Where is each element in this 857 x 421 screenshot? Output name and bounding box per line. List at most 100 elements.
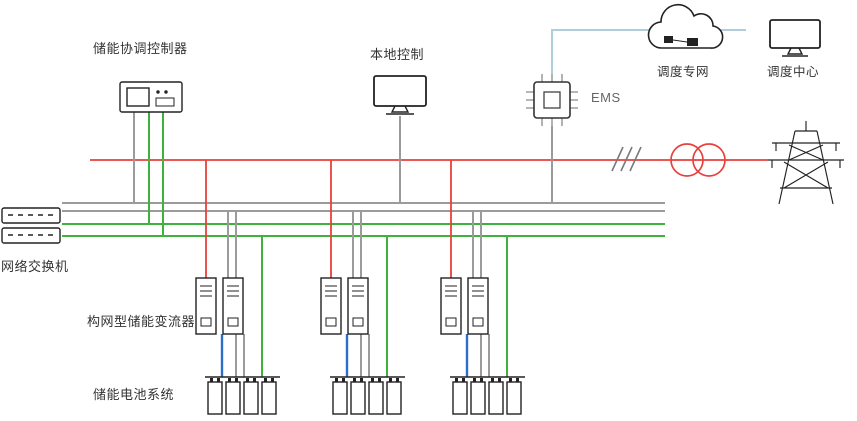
cloud-node-link (672, 39, 688, 43)
label-coordinator: 储能协调控制器 (93, 41, 188, 56)
cell-terminal (498, 378, 501, 382)
cabinet-panel (445, 317, 457, 327)
cell-body (368, 381, 384, 415)
monitor-screen (769, 19, 821, 49)
transmission-tower-icon (768, 121, 844, 205)
cell-body (470, 381, 486, 415)
cell-terminal (516, 378, 519, 382)
cell-body (350, 381, 366, 415)
cell-terminal (378, 378, 381, 382)
cell-terminal (455, 378, 458, 382)
pcs-comm-links (227, 211, 482, 278)
cell-terminal (217, 378, 220, 382)
pcs-power-feeders (205, 160, 452, 278)
cell-body (452, 381, 468, 415)
battery-cell (243, 378, 259, 415)
monitor-stand (390, 105, 410, 113)
cell-terminal (480, 378, 483, 382)
battery-cell (386, 378, 402, 415)
cabinet-panel (200, 317, 212, 327)
battery-cell (488, 378, 504, 415)
battery-cell (470, 378, 486, 415)
cell-body (386, 381, 402, 415)
breaker-slashes-icon (611, 146, 642, 172)
chip-body (533, 81, 571, 119)
converter-group-1 (195, 277, 244, 335)
cell-terminal (360, 378, 363, 382)
label-dispatch-network: 调度专网 (657, 65, 710, 79)
tower-lattice (780, 144, 832, 189)
tower-crossarm-lower (768, 159, 844, 168)
label-dispatch-center: 调度中心 (767, 65, 820, 79)
cell-body (225, 381, 241, 415)
cell-terminal (228, 378, 231, 382)
label-converter: 构网型储能变流器 (87, 314, 196, 329)
dc-links (220, 334, 469, 377)
pcs-battery-comm-links (235, 334, 490, 377)
cell-body (506, 381, 522, 415)
ems-chip-icon (526, 74, 578, 126)
label-ems: EMS (591, 90, 621, 105)
cell-terminal (264, 378, 267, 382)
cabinet-vents (227, 285, 239, 297)
cell-body (207, 381, 223, 415)
link-lines (133, 29, 746, 377)
cabinet-vents (352, 285, 364, 297)
label-network-switch: 网络交换机 (1, 259, 69, 274)
cell-body (243, 381, 259, 415)
controller-body (119, 81, 183, 113)
transformer-winding-left (670, 143, 704, 177)
cell-terminal (353, 378, 356, 382)
controller-led-2 (164, 90, 168, 94)
bus-lines (62, 159, 768, 237)
chip-pins (526, 74, 578, 126)
monitor-screen (373, 75, 427, 107)
cell-terminal (491, 378, 494, 382)
label-battery-system: 储能电池系统 (93, 387, 175, 402)
cell-terminal (371, 378, 374, 382)
cell-terminal (335, 378, 338, 382)
cloud-node-2 (687, 38, 698, 46)
battery-cell (350, 378, 366, 415)
controller-led-1 (156, 90, 160, 94)
cabinet-panel (227, 317, 239, 327)
controller-port (155, 97, 175, 107)
cabinet-vents (472, 285, 484, 297)
transformer-winding-right (692, 143, 726, 177)
cell-terminal (389, 378, 392, 382)
battery-cell (225, 378, 241, 415)
battery-rack-3 (450, 376, 525, 415)
cell-body (261, 381, 277, 415)
network-switch-icons (1, 207, 61, 244)
cabinet-vents (445, 285, 457, 297)
battery-cell (207, 378, 223, 415)
cell-terminal (253, 378, 256, 382)
converter-group-3 (440, 277, 489, 335)
cell-terminal (235, 378, 238, 382)
transformer-icon (670, 143, 726, 177)
cell-terminal (473, 378, 476, 382)
cell-terminal (342, 378, 345, 382)
battery-rack-1 (205, 376, 280, 415)
local-control-monitor-icon (373, 75, 427, 115)
battery-cell (452, 378, 468, 415)
cell-body (488, 381, 504, 415)
cell-terminal (462, 378, 465, 382)
battery-cell (261, 378, 277, 415)
cabinet-vents (200, 285, 212, 297)
monitor-stand (786, 47, 804, 55)
dispatch-network-cloud-icon (647, 3, 724, 49)
converter-group-2 (320, 277, 369, 335)
battery-cell (368, 378, 384, 415)
battery-rack-2 (330, 376, 405, 415)
cabinet-vents (325, 285, 337, 297)
battery-cell (332, 378, 348, 415)
cloud-node-1 (664, 36, 673, 43)
slash-marks (611, 146, 642, 172)
cell-terminal (210, 378, 213, 382)
chip-core (543, 91, 561, 109)
cabinet-panel (325, 317, 337, 327)
coordinator-green-links (148, 112, 164, 236)
